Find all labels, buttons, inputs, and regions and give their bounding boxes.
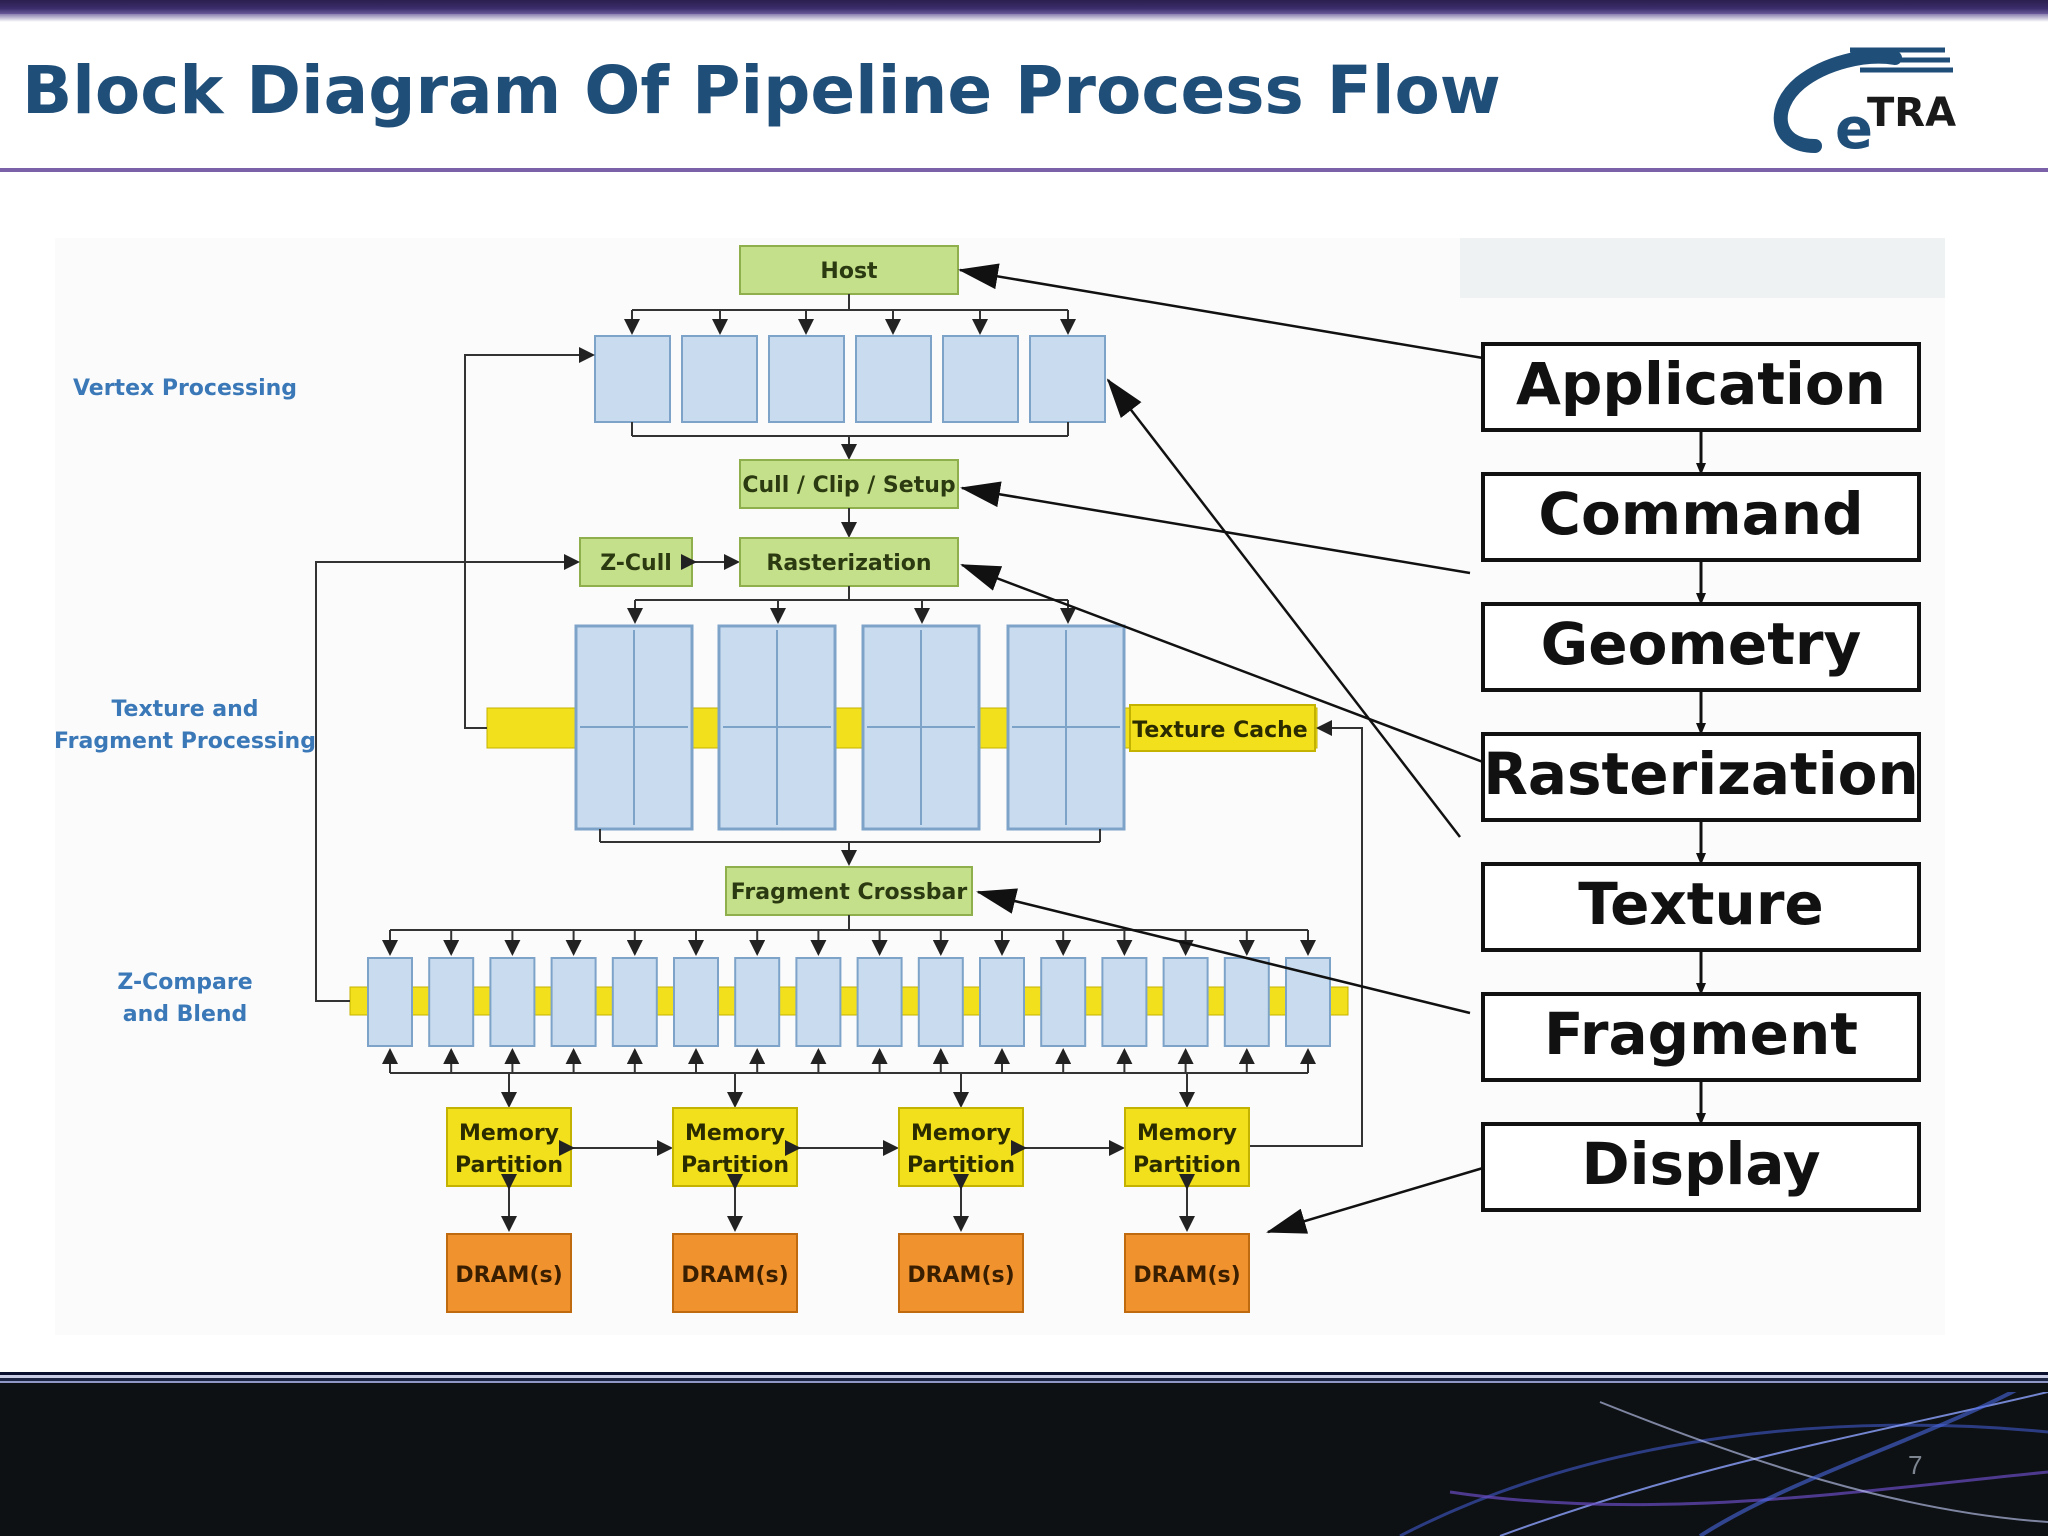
z-compare-unit [673,957,719,1047]
page-number: 7 [1908,1450,1923,1480]
stage-box [1481,472,1921,562]
eitra-logo: e TRA [1773,47,1956,158]
logo-text: TRA [1867,90,1956,136]
pipeline-stages: ApplicationCommandGeometryRasterizationT… [1481,342,1921,1212]
z-compare-unit [1285,957,1331,1047]
memory-partition-label: Partition [455,1153,563,1178]
stage-label: Geometry [1541,610,1862,678]
z-compare-unit [1223,957,1270,1047]
label-z-compare-1: Z-Compare [117,970,252,995]
z-compare-unit [1040,957,1087,1047]
stage-label: Command [1538,480,1863,548]
z-compare-unit [428,957,475,1047]
footer-swirl [1399,1372,2048,1536]
dram-label: DRAM(s) [681,1263,788,1288]
label-texture-fragment-1: Texture and [111,697,258,722]
host-label: Host [820,259,878,284]
memory-partition-label: Memory [685,1121,785,1146]
label-texture-fragment-2: Fragment Processing [54,729,316,754]
memory-partition-box [446,1107,572,1187]
dram-box [446,1233,572,1313]
label-z-compare-2: and Blend [123,1002,248,1027]
stage-box [1481,862,1921,952]
footer-divider [0,1372,2048,1392]
background-tint [1460,238,1945,298]
slide-title: Block Diagram Of Pipeline Process Flow [22,52,1501,129]
memory-partition-label: Partition [907,1153,1015,1178]
memory-partition-label: Partition [1133,1153,1241,1178]
top-bar-fade [0,14,2048,22]
memory-partition-label: Memory [1137,1121,1237,1146]
fragment-crossbar-label: Fragment Crossbar [731,880,968,905]
dram-box [898,1233,1024,1313]
title-divider [0,168,2048,172]
stage-box [1481,1122,1921,1212]
z-compare-unit [734,957,781,1047]
z-compare-units [367,957,1331,1047]
dram-label: DRAM(s) [455,1263,562,1288]
z-compare-unit [1101,957,1148,1047]
mapping-arrows [958,263,1484,1234]
z-compare-unit [979,957,1025,1047]
label-vertex-processing: Vertex Processing [73,376,297,401]
z-compare-unit [1162,957,1209,1047]
z-compare-unit [795,957,842,1047]
footer [0,1372,2048,1536]
memory-partition-box [898,1107,1024,1187]
cull-clip-setup-label: Cull / Clip / Setup [742,473,955,498]
stage-label: Texture [1578,870,1824,938]
z-cull-box [579,537,693,587]
memory-partition-label: Partition [681,1153,789,1178]
stage-box [1481,732,1921,822]
svg-text:e: e [1835,97,1873,158]
stage-label: Application [1516,350,1886,418]
dram-label: DRAM(s) [907,1263,1014,1288]
z-compare-unit [550,957,597,1047]
stage-box [1481,992,1921,1082]
texture-cache-box [1129,704,1316,752]
stage-label: Fragment [1544,1000,1858,1068]
z-cull-label: Z-Cull [600,551,672,576]
dram-box [672,1233,798,1313]
stage-box [1481,342,1921,432]
z-compare-unit [489,957,536,1047]
stage-label: Rasterization [1483,740,1919,808]
fragment-crossbar-box [725,866,973,916]
pipeline-diagram: Vertex Processing Texture and Fragment P… [54,238,1945,1313]
rasterization-label: Rasterization [766,551,931,576]
memory-partition-label: Memory [911,1121,1011,1146]
dram-label: DRAM(s) [1133,1263,1240,1288]
host-box [739,245,959,295]
texture-cache-label: Texture Cache [1132,718,1307,743]
dram-box [1124,1233,1250,1313]
rasterization-box [739,537,959,587]
z-compare-unit [367,957,413,1047]
z-compare-unit [917,957,964,1047]
z-compare-unit [856,957,903,1047]
memory-partition-label: Memory [459,1121,559,1146]
vertex-processors [594,335,1106,423]
top-bar [0,0,2048,14]
z-compare-unit [611,957,658,1047]
stage-label: Display [1581,1130,1820,1198]
